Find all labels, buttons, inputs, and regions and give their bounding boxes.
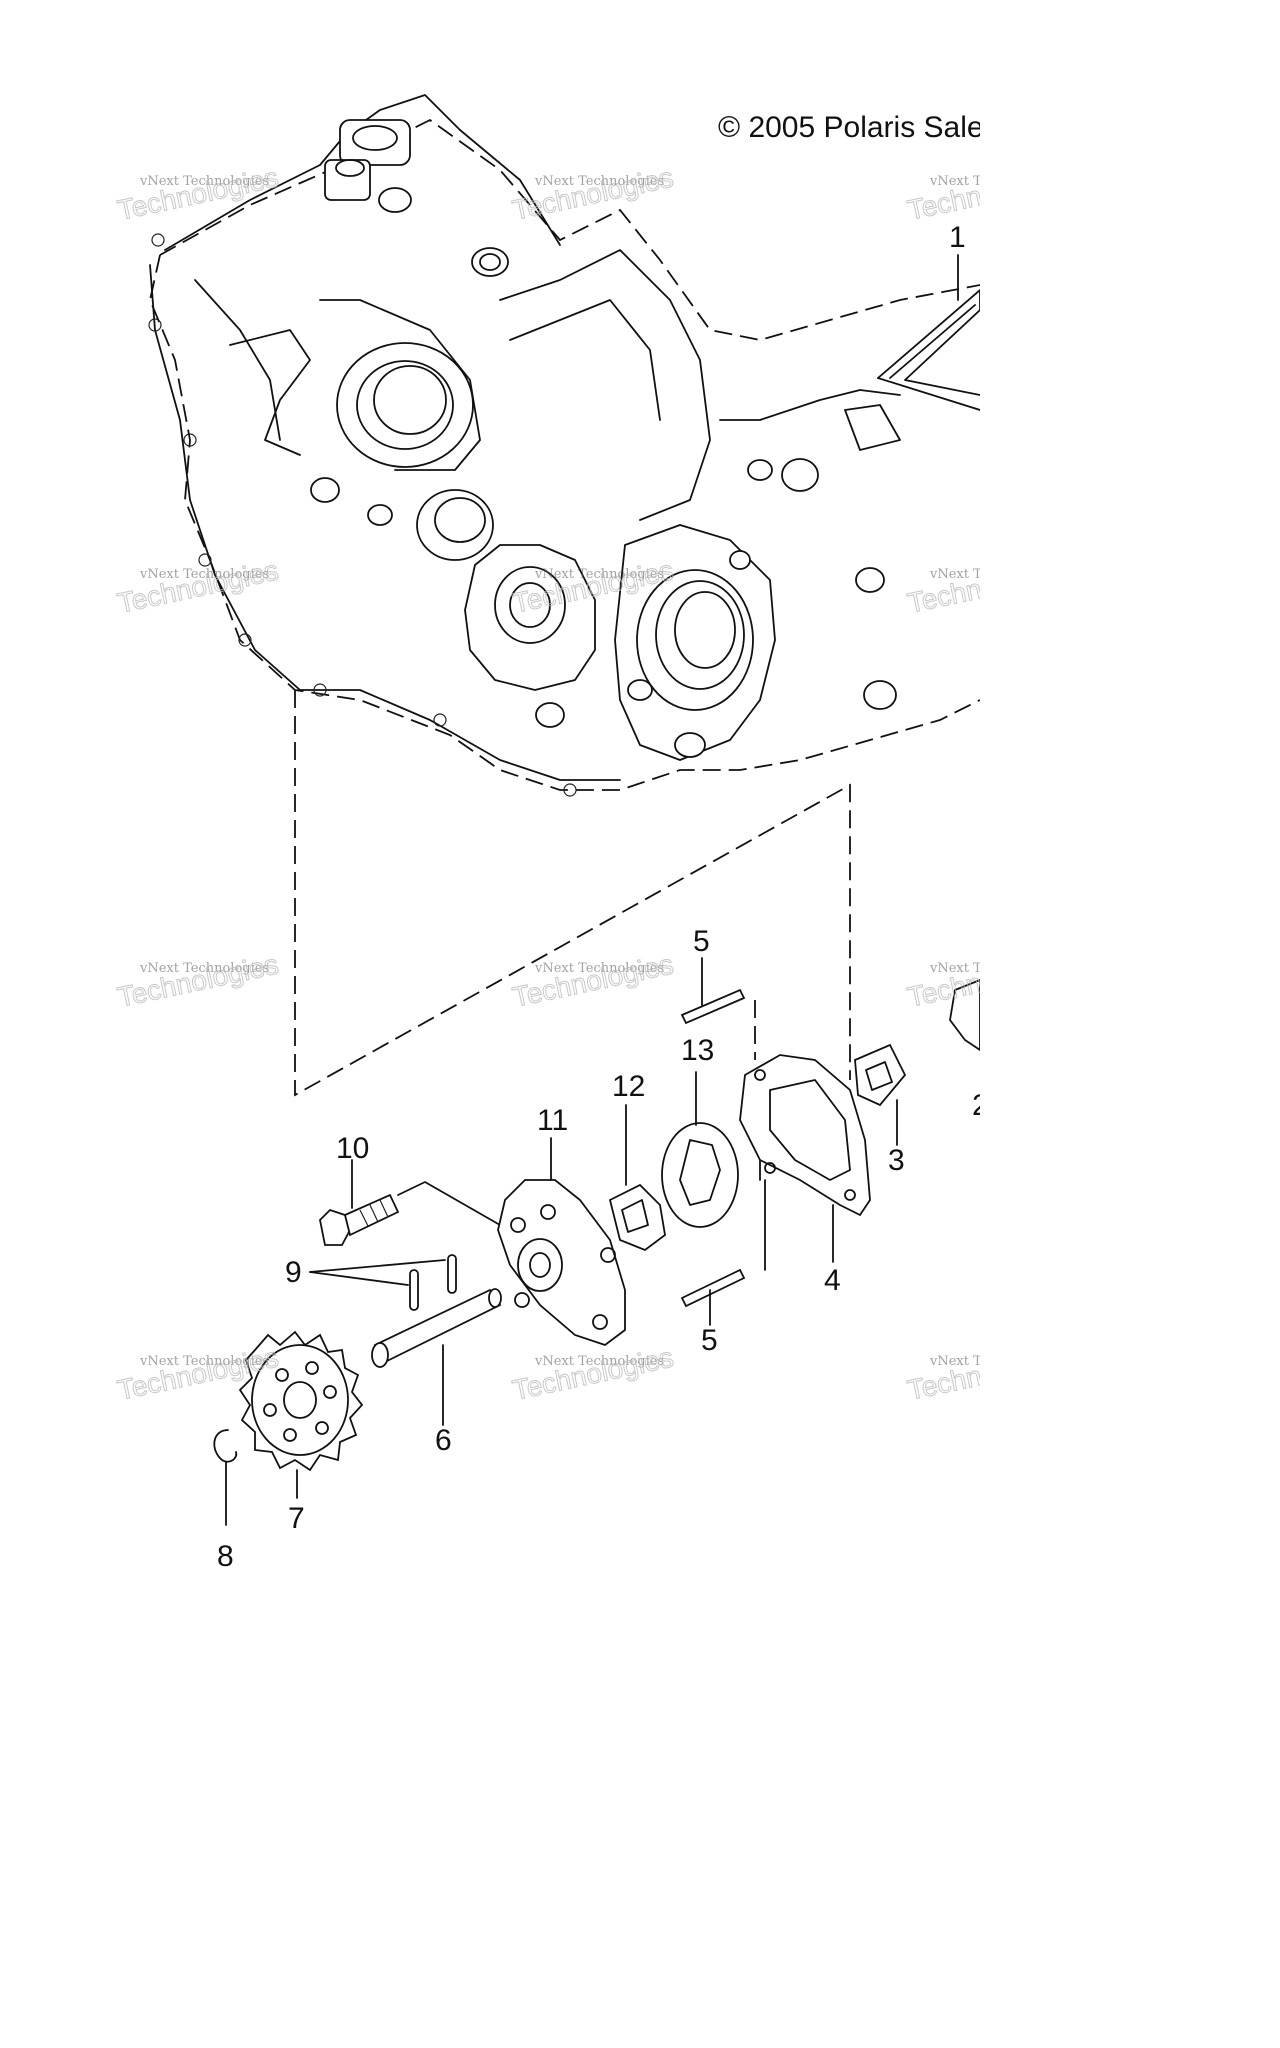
watermark: vNext Technologies Technologies bbox=[509, 161, 676, 226]
svg-text:Technologies: Technologies bbox=[510, 1342, 676, 1406]
pins-part-9: 9 bbox=[285, 1254, 457, 1311]
svg-text:Technologies: Technologies bbox=[115, 949, 281, 1013]
callout-5-top: 5 bbox=[693, 925, 710, 958]
watermark: vNext Technologies Technologies bbox=[904, 554, 980, 619]
watermark: vNext Technologies Technologies bbox=[509, 1341, 676, 1406]
inner-rotor-part-12: 12 bbox=[608, 1070, 666, 1252]
bolt-part-10: 10 bbox=[319, 1132, 501, 1246]
pump-cover-part-11: 11 bbox=[497, 1104, 626, 1347]
svg-text:Technologies: Technologies bbox=[905, 555, 980, 619]
watermark: vNext Technologies Technologies bbox=[114, 161, 281, 226]
svg-text:vNext Technologies: vNext Technologies bbox=[929, 1354, 980, 1369]
watermark: vNext Technologies Technologies bbox=[114, 948, 281, 1013]
callout-10: 10 bbox=[336, 1132, 369, 1165]
svg-text:Technologies: Technologies bbox=[510, 949, 676, 1013]
svg-text:Technologies: Technologies bbox=[115, 555, 281, 619]
copyright-text: © 2005 Polaris Sales bbox=[718, 111, 980, 144]
svg-text:vNext Technologies: vNext Technologies bbox=[139, 1354, 269, 1369]
svg-text:vNext Technologies: vNext Technologies bbox=[929, 961, 980, 976]
circlip-part-8: 8 bbox=[213, 1429, 238, 1568]
svg-text:vNext Technologies: vNext Technologies bbox=[139, 567, 269, 582]
parts-diagram: © 2005 Polaris Sales bbox=[114, 94, 980, 1568]
callout-1: 1 bbox=[949, 221, 966, 254]
svg-text:vNext Technologies: vNext Technologies bbox=[534, 961, 664, 976]
dowel-pins-part-5: 5 5 bbox=[680, 925, 766, 1357]
callout-2-partial: 2 bbox=[972, 1089, 980, 1122]
svg-text:vNext Technologies: vNext Technologies bbox=[534, 567, 664, 582]
outer-rotor-part-13: 13 bbox=[661, 1034, 739, 1228]
svg-text:Technologies: Technologies bbox=[510, 162, 676, 226]
callout-6: 6 bbox=[435, 1424, 452, 1457]
part-2-partial: 2 bbox=[949, 979, 980, 1122]
svg-text:vNext Technologies: vNext Technologies bbox=[929, 174, 980, 189]
watermark: vNext Technologies Technologies bbox=[904, 1341, 980, 1406]
svg-text:vNext Technologies: vNext Technologies bbox=[929, 567, 980, 582]
svg-text:Technologies: Technologies bbox=[905, 162, 980, 226]
pump-body-part-4: 4 bbox=[739, 1054, 871, 1297]
callout-4: 4 bbox=[824, 1264, 841, 1297]
callout-12: 12 bbox=[612, 1070, 645, 1103]
callout-3: 3 bbox=[888, 1144, 905, 1177]
svg-text:vNext Technologies: vNext Technologies bbox=[534, 174, 664, 189]
watermark: vNext Technologies Technologies bbox=[114, 554, 281, 619]
svg-text:vNext Technologies: vNext Technologies bbox=[534, 1354, 664, 1369]
svg-text:vNext Technologies: vNext Technologies bbox=[139, 961, 269, 976]
callout-11: 11 bbox=[537, 1104, 568, 1137]
callout-13: 13 bbox=[681, 1034, 714, 1067]
screen-part-3: 3 bbox=[854, 1043, 907, 1177]
exploded-view-drawing: © 2005 Polaris Sales bbox=[114, 94, 980, 1568]
svg-text:Technologies: Technologies bbox=[905, 1342, 980, 1406]
assembly-guide-lines bbox=[294, 690, 851, 1097]
svg-text:Technologies: Technologies bbox=[115, 162, 281, 226]
callout-5-bottom: 5 bbox=[701, 1324, 718, 1357]
callout-7: 7 bbox=[288, 1502, 305, 1535]
watermark: vNext Technologies Technologies bbox=[509, 948, 676, 1013]
sprocket-part-7: 7 bbox=[238, 1330, 364, 1535]
svg-text:vNext Technologies: vNext Technologies bbox=[139, 174, 269, 189]
crankcase bbox=[148, 94, 980, 797]
gasket-part-1: 1 bbox=[877, 221, 980, 411]
shaft-part-6: 6 bbox=[371, 1288, 502, 1457]
callout-9: 9 bbox=[285, 1256, 302, 1289]
watermark: vNext Technologies Technologies bbox=[904, 161, 980, 226]
callout-8: 8 bbox=[217, 1540, 234, 1568]
